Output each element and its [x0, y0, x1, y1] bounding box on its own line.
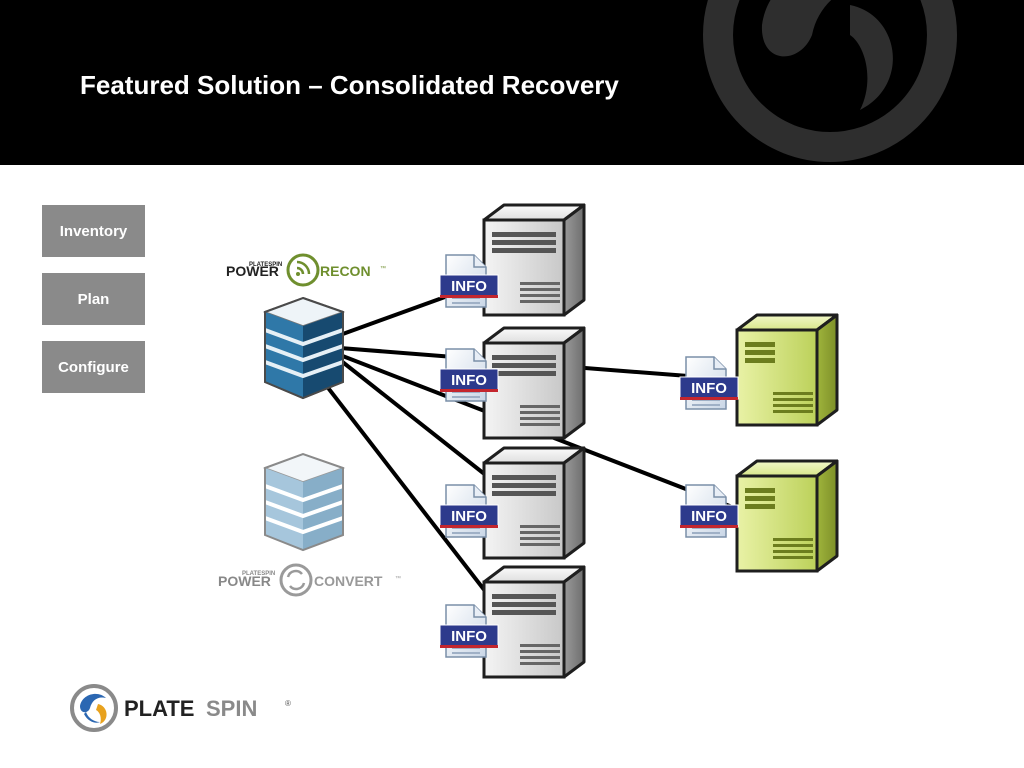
platespin-logo: PLATE SPIN ®: [70, 684, 291, 732]
info-badge: INFO: [439, 484, 499, 538]
svg-text:POWER: POWER: [218, 573, 271, 589]
source-server-3-icon: [482, 446, 586, 560]
step-plan-button[interactable]: Plan: [42, 273, 145, 325]
svg-text:INFO: INFO: [451, 628, 487, 645]
svg-text:INFO: INFO: [691, 508, 727, 525]
svg-text:PLATE: PLATE: [124, 696, 194, 721]
info-badge: INFO: [679, 356, 739, 410]
target-server-2-icon: [735, 459, 839, 573]
info-badge: INFO: [439, 604, 499, 658]
convert-database-icon: [262, 452, 346, 552]
step-configure-button[interactable]: Configure: [42, 341, 145, 393]
info-badge: INFO: [439, 254, 499, 308]
svg-text:PLATESPIN: PLATESPIN: [249, 262, 282, 268]
connection-line: [320, 378, 494, 602]
connection-line: [338, 358, 494, 482]
svg-text:INFO: INFO: [451, 508, 487, 525]
step-inventory-button[interactable]: Inventory: [42, 205, 145, 257]
powerrecon-logo: PLATESPIN POWER RECON ™: [226, 253, 386, 287]
svg-text:RECON: RECON: [320, 263, 371, 279]
target-server-1-icon: [735, 313, 839, 427]
page-title: Featured Solution – Consolidated Recover…: [80, 70, 619, 100]
svg-text:PLATESPIN: PLATESPIN: [242, 571, 275, 577]
source-server-4-icon: [482, 565, 586, 679]
convert-cycle-icon: [279, 563, 313, 597]
svg-text:INFO: INFO: [691, 380, 727, 397]
svg-text:POWER: POWER: [226, 263, 279, 279]
svg-text:™: ™: [380, 265, 386, 272]
source-server-1-icon: [482, 203, 586, 317]
info-badge: INFO: [439, 348, 499, 402]
svg-text:INFO: INFO: [451, 372, 487, 389]
svg-text:®: ®: [285, 699, 291, 708]
platespin-watermark-icon: [703, 0, 957, 162]
svg-text:™: ™: [395, 575, 401, 582]
svg-text:INFO: INFO: [451, 278, 487, 295]
header-banner: Featured Solution – Consolidated Recover…: [0, 0, 1024, 165]
powerconvert-logo: PLATESPIN POWER CONVERT ™: [218, 563, 401, 597]
svg-text:SPIN: SPIN: [206, 696, 257, 721]
svg-text:CONVERT: CONVERT: [314, 573, 383, 589]
platespin-swirl-icon: [70, 684, 118, 732]
consolidated-recovery-diagram: PLATESPIN POWER RECON ™ PLATESPIN POWER …: [218, 203, 839, 679]
recon-database-icon: [262, 296, 346, 400]
source-server-2-icon: [482, 326, 586, 440]
info-badge: INFO: [679, 484, 739, 538]
